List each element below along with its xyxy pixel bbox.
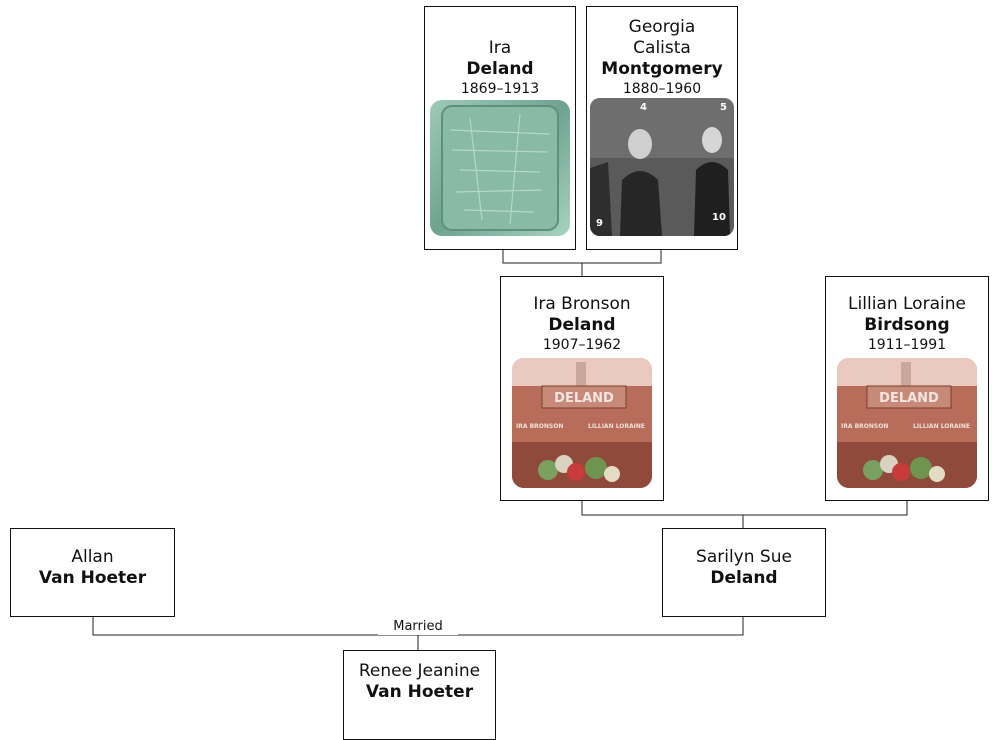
- surname: Deland: [548, 315, 616, 335]
- person-card-allan-van-hoeter[interactable]: Allan Van Hoeter: [10, 528, 175, 617]
- headstone-photo: DELAND IRA BRONSON LILLIAN LORAINE: [512, 358, 652, 488]
- life-years: 1911–1991: [867, 337, 947, 353]
- surname: Montgomery: [601, 59, 723, 79]
- headstone-photo: DELAND IRA BRONSON LILLIAN LORAINE: [837, 358, 977, 488]
- given-name: Lillian Loraine: [848, 294, 966, 314]
- life-years: 1880–1960: [622, 81, 702, 97]
- life-years: 1907–1962: [542, 337, 622, 353]
- given-name: Allan: [71, 547, 114, 567]
- person-card-georgia-montgomery[interactable]: Georgia Calista Montgomery 1880–1960 4 5…: [586, 6, 738, 250]
- headstone-name: DELAND: [879, 391, 939, 406]
- person-card-ira-bronson-deland[interactable]: Ira Bronson Deland 1907–1962 DELAND IRA …: [500, 276, 664, 501]
- person-card-ira-deland[interactable]: Ira Deland 1869–1913: [424, 6, 576, 250]
- connector-marriage: [92, 617, 744, 650]
- given-name-2: Calista: [633, 38, 691, 58]
- person-card-sarilyn-deland[interactable]: Sarilyn Sue Deland: [662, 528, 826, 617]
- surname: Van Hoeter: [38, 568, 147, 588]
- surname: Deland: [710, 568, 778, 588]
- given-name: Renee Jeanine: [358, 661, 481, 681]
- person-card-lillian-birdsong[interactable]: Lillian Loraine Birdsong 1911–1991 DELAN…: [825, 276, 989, 501]
- connector-parents: [581, 501, 908, 528]
- headstone-left-inscription: IRA BRONSON: [841, 423, 888, 430]
- portrait-number: 5: [720, 102, 727, 113]
- surname: Birdsong: [864, 315, 950, 335]
- married-label: Married: [378, 619, 458, 635]
- portrait-number: 10: [712, 212, 726, 223]
- headstone-right-inscription: LILLIAN LORAINE: [913, 423, 970, 430]
- portrait-number: 4: [640, 102, 647, 113]
- headstone-name: DELAND: [554, 391, 614, 406]
- family-portrait-photo: 4 5 9 10: [590, 98, 734, 236]
- given-name: Ira Bronson: [533, 294, 631, 314]
- surname: Van Hoeter: [365, 682, 474, 702]
- headstone-right-inscription: LILLIAN LORAINE: [588, 423, 645, 430]
- given-name: Georgia: [628, 17, 696, 37]
- headstone-left-inscription: IRA BRONSON: [516, 423, 563, 430]
- headstone-photo: [430, 100, 570, 236]
- life-years: 1869–1913: [460, 81, 540, 97]
- connector-grandparents: [502, 250, 662, 276]
- person-card-renee-van-hoeter[interactable]: Renee Jeanine Van Hoeter: [343, 650, 496, 740]
- surname: Deland: [466, 59, 534, 79]
- portrait-number: 9: [596, 218, 603, 229]
- given-name: Sarilyn Sue: [696, 547, 792, 567]
- given-name: Ira: [488, 38, 512, 58]
